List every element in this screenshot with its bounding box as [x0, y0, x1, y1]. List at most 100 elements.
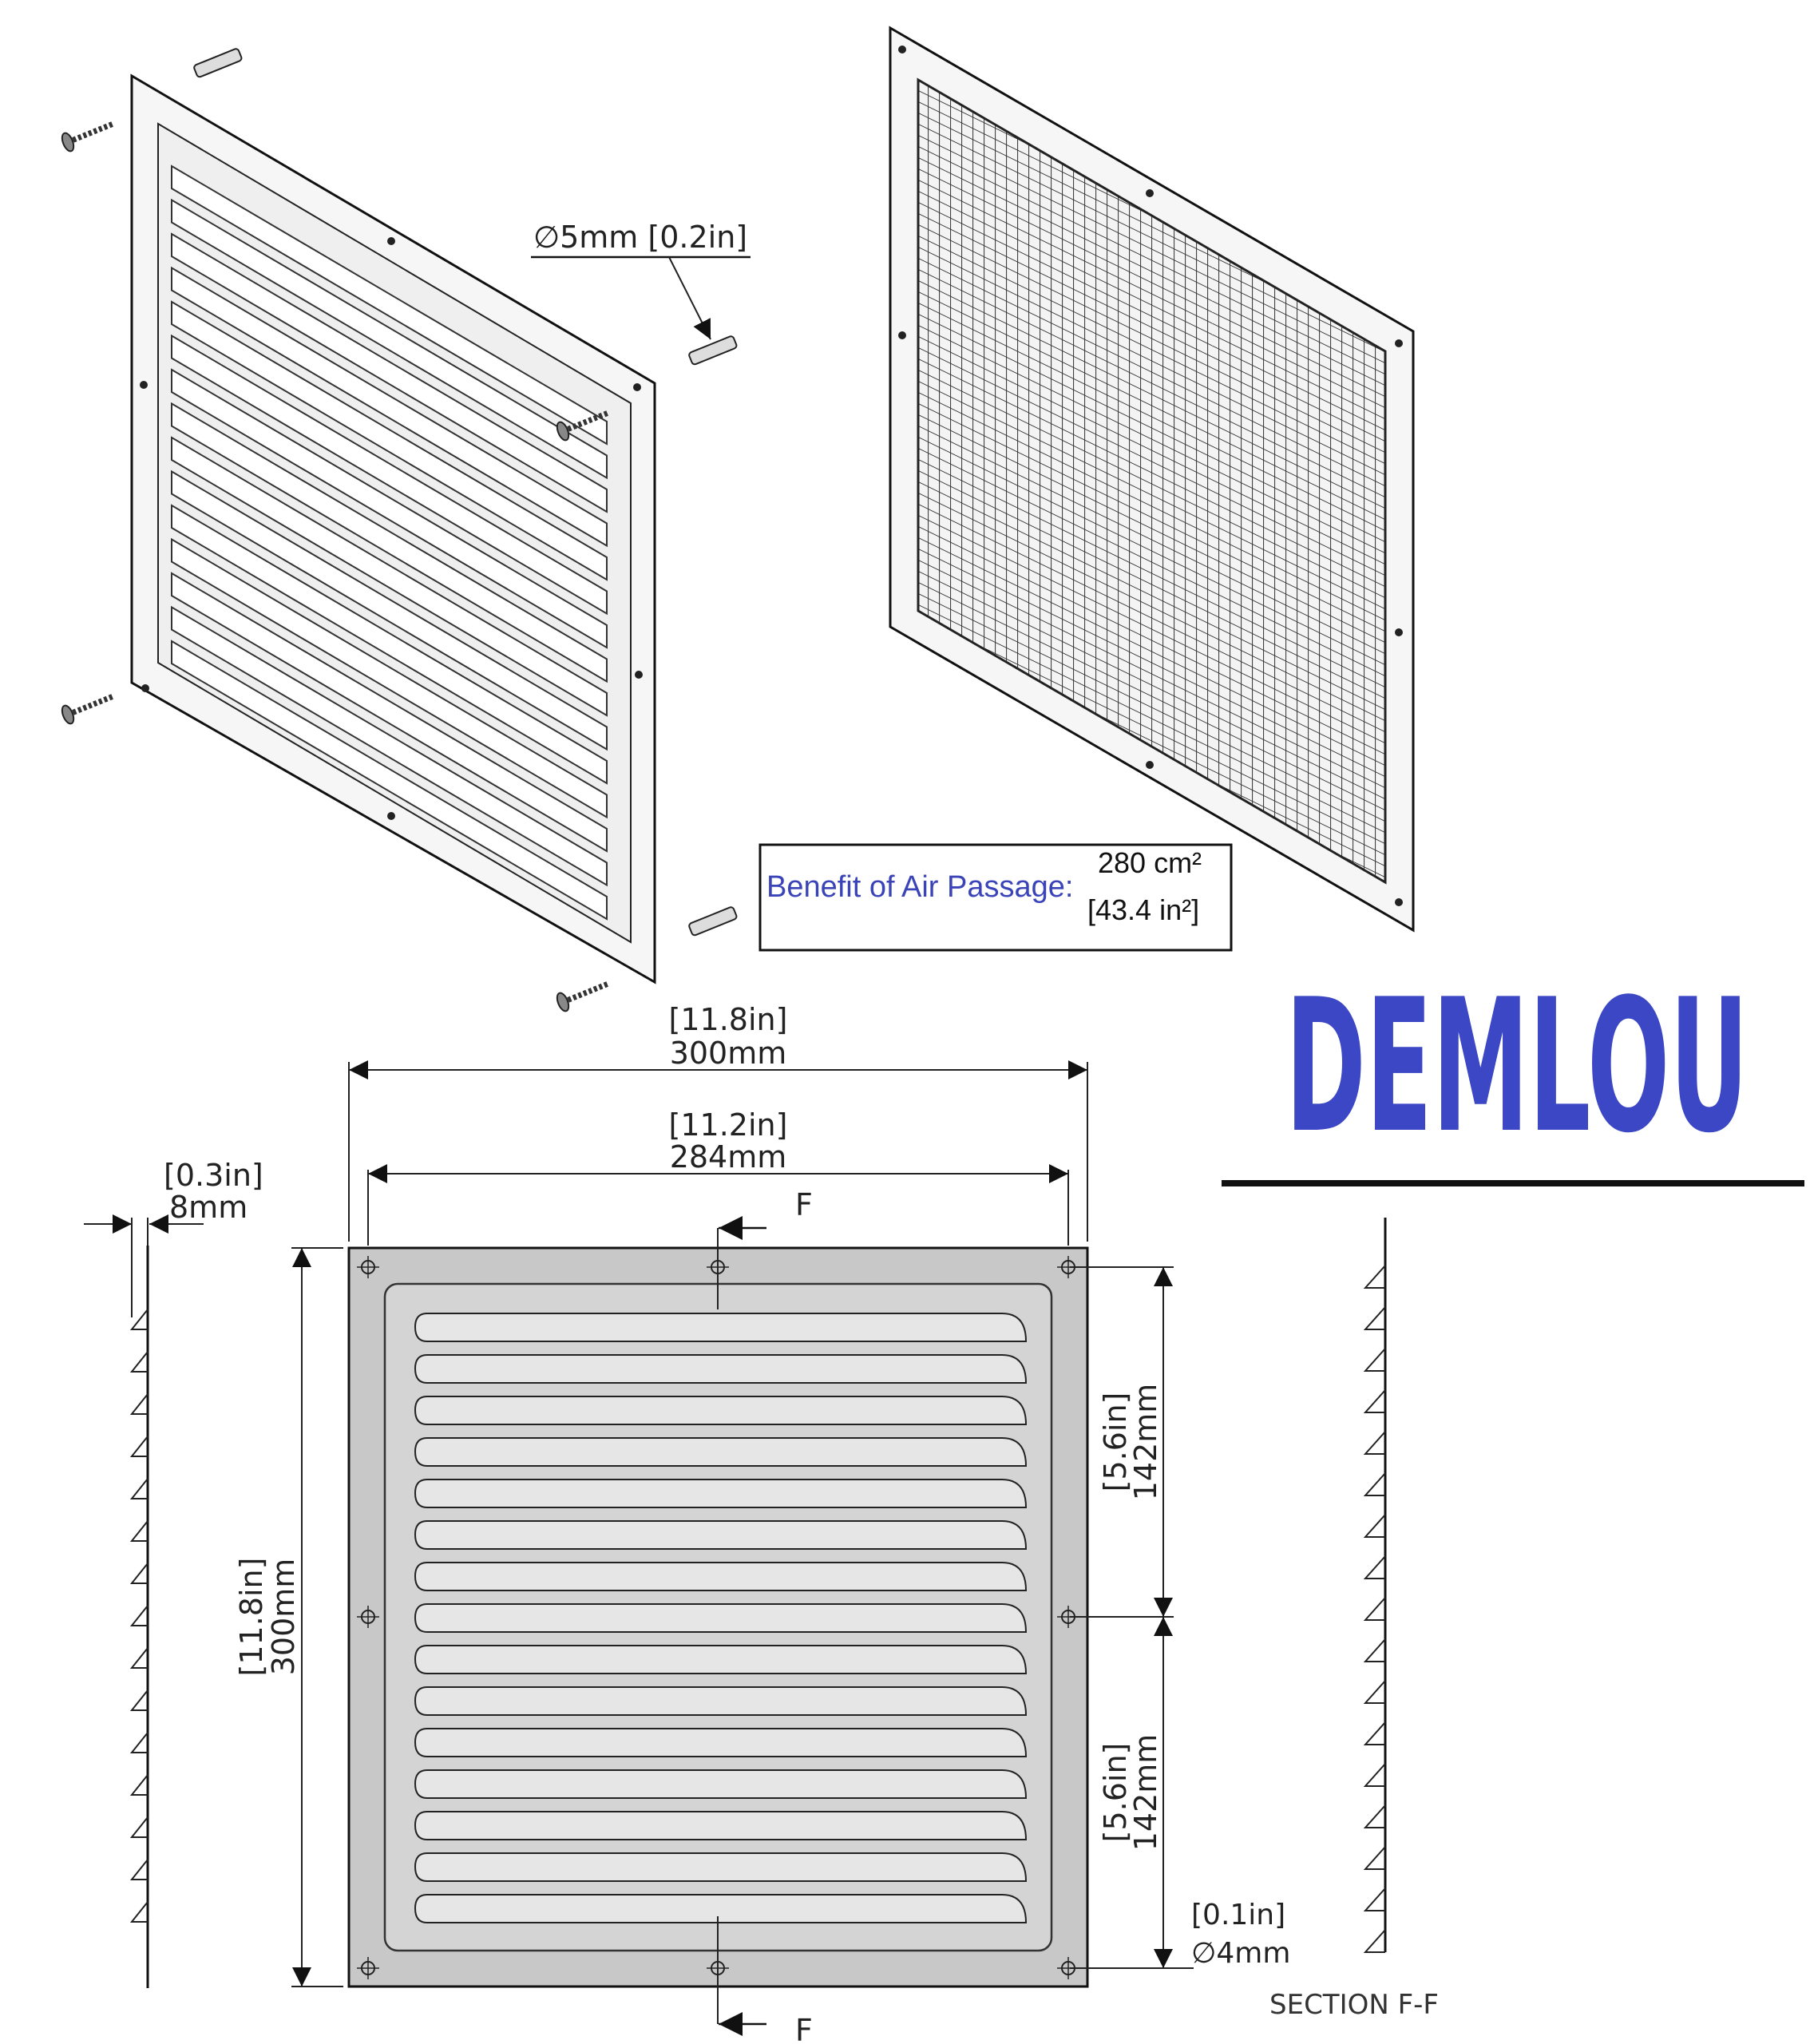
- side-louver-profile: [129, 1309, 149, 1330]
- hole-spacing-dimension: [11.2in] 284mm: [367, 1107, 1069, 1246]
- front-louver-slat: [414, 1479, 1028, 1508]
- side-louver-profile: [129, 1478, 149, 1499]
- section-louver-profile: [1363, 1431, 1386, 1455]
- iso-back-mesh: [889, 26, 1415, 933]
- hole-spacing-mm: 284mm: [670, 1139, 787, 1175]
- side-louver-profile: [129, 1774, 149, 1796]
- section-louver-profile: [1363, 1514, 1386, 1538]
- iso-louver-slat: [171, 436, 608, 717]
- side-louver-profile: [129, 1605, 149, 1626]
- overall-height-in: [11.8in]: [234, 1558, 269, 1677]
- side-louver-profile: [129, 1393, 149, 1415]
- side-louver-profile: [129, 1732, 149, 1753]
- side-louver-profile: [129, 1563, 149, 1584]
- iso-louver-group: [171, 164, 608, 921]
- benefit-label: Benefit of Air Passage:: [766, 870, 1073, 904]
- benefit-area-imperial: [43.4 in²]: [1087, 893, 1199, 926]
- depth-mm: 8mm: [169, 1190, 248, 1225]
- section-louver-profile: [1363, 1888, 1386, 1911]
- screw-icon: [61, 121, 113, 153]
- front-louver-slat: [414, 1852, 1028, 1882]
- overall-height-dimension: [11.8in] 300mm: [234, 1247, 343, 1987]
- front-louver-slat: [414, 1686, 1028, 1716]
- overall-height-mm: 300mm: [266, 1559, 301, 1676]
- front-louver-slat: [414, 1894, 1028, 1923]
- half-spacing-upper-in: [5.6in]: [1098, 1392, 1133, 1492]
- screw-and-plug-hardware: [61, 48, 738, 1012]
- section-letter-bottom: F: [795, 2013, 813, 2044]
- section-louver-group: [1363, 1265, 1386, 1953]
- side-louver-profile: [129, 1520, 149, 1542]
- wall-plug-icon: [688, 335, 738, 366]
- front-view: F F [11.8in] 300mm [11.2in] 284mm: [234, 1002, 1290, 2044]
- iso-louver-slat: [171, 198, 608, 480]
- iso-louver-slat: [171, 572, 608, 853]
- iso-louver-slat: [171, 334, 608, 616]
- iso-louver-slat: [171, 605, 608, 887]
- hole-diameter-callout: ∅5mm [0.2in]: [531, 220, 751, 340]
- iso-front-grille: [130, 73, 656, 984]
- front-louver-slat: [414, 1396, 1028, 1425]
- section-louver-profile: [1363, 1265, 1386, 1289]
- depth-in: [0.3in]: [164, 1158, 263, 1193]
- section-louver-profile: [1363, 1597, 1386, 1621]
- half-spacing-upper-mm: 142mm: [1128, 1384, 1163, 1501]
- front-louver-slat: [414, 1728, 1028, 1757]
- iso-louver-slat: [171, 164, 608, 446]
- section-title: SECTION F-F: [1269, 1989, 1439, 2021]
- front-louver-slat: [414, 1354, 1028, 1384]
- depth-dimension: [0.3in] 8mm: [84, 1158, 263, 1317]
- side-louver-profile: [129, 1816, 149, 1838]
- section-marker-top: F: [717, 1187, 813, 1309]
- section-louver-profile: [1363, 1763, 1386, 1787]
- front-louver-group: [414, 1313, 1028, 1923]
- screw-icon: [61, 694, 113, 725]
- side-louver-profile: [129, 1859, 149, 1880]
- front-louver-slat: [414, 1811, 1028, 1840]
- overall-width-mm: 300mm: [670, 1036, 787, 1071]
- overall-width-dimension: [11.8in] 300mm: [348, 1002, 1088, 1242]
- air-passage-box: Benefit of Air Passage: 280 cm² [43.4 in…: [758, 843, 1233, 952]
- iso-louver-slat: [171, 537, 608, 819]
- side-louver-profile: [129, 1647, 149, 1669]
- screw-icon: [556, 981, 608, 1012]
- section-louver-profile: [1363, 1721, 1386, 1745]
- section-louver-profile: [1363, 1680, 1386, 1704]
- benefit-area-metric: 280 cm²: [1098, 846, 1202, 879]
- section-louver-profile: [1363, 1846, 1386, 1870]
- brand-wordmark: DEMLOU: [1285, 961, 1749, 1174]
- front-louver-slat: [414, 1437, 1028, 1467]
- section-louver-profile: [1363, 1638, 1386, 1662]
- hole-dia-mm: ∅4mm: [1191, 1937, 1290, 1970]
- section-view: SECTION F-F: [1269, 1218, 1439, 2021]
- mount-hole-icon: [357, 1957, 379, 1979]
- iso-louver-slat: [171, 640, 608, 921]
- side-louver-profile: [129, 1901, 149, 1923]
- front-louver-slat: [414, 1520, 1028, 1550]
- brand-logo: DEMLOU: [1222, 961, 1804, 1186]
- section-louver-profile: [1363, 1929, 1386, 1953]
- mount-hole-icon: [357, 1606, 379, 1628]
- iso-louver-slat: [171, 504, 608, 785]
- iso-louver-slat: [171, 469, 608, 751]
- section-louver-profile: [1363, 1306, 1386, 1330]
- side-louver-profile: [129, 1689, 149, 1711]
- mount-hole-icon: [357, 1256, 379, 1278]
- wall-plug-icon: [193, 48, 243, 78]
- hole-spacing-in: [11.2in]: [669, 1107, 788, 1143]
- iso-louver-slat: [171, 402, 608, 683]
- iso-louver-slat: [171, 266, 608, 548]
- iso-back-holes: [898, 46, 1403, 906]
- section-letter-top: F: [795, 1187, 813, 1222]
- side-louver-profile: [129, 1436, 149, 1457]
- hole-dia-in: [0.1in]: [1191, 1899, 1285, 1931]
- side-louver-group: [129, 1309, 149, 1923]
- section-louver-profile: [1363, 1472, 1386, 1496]
- section-louver-profile: [1363, 1555, 1386, 1579]
- mount-hole-callout: [0.1in] ∅4mm: [1074, 1899, 1290, 1970]
- side-louver-profile: [129, 1351, 149, 1373]
- section-louver-profile: [1363, 1804, 1386, 1828]
- wall-plug-icon: [688, 906, 738, 937]
- half-spacing-lower-in: [5.6in]: [1098, 1743, 1133, 1843]
